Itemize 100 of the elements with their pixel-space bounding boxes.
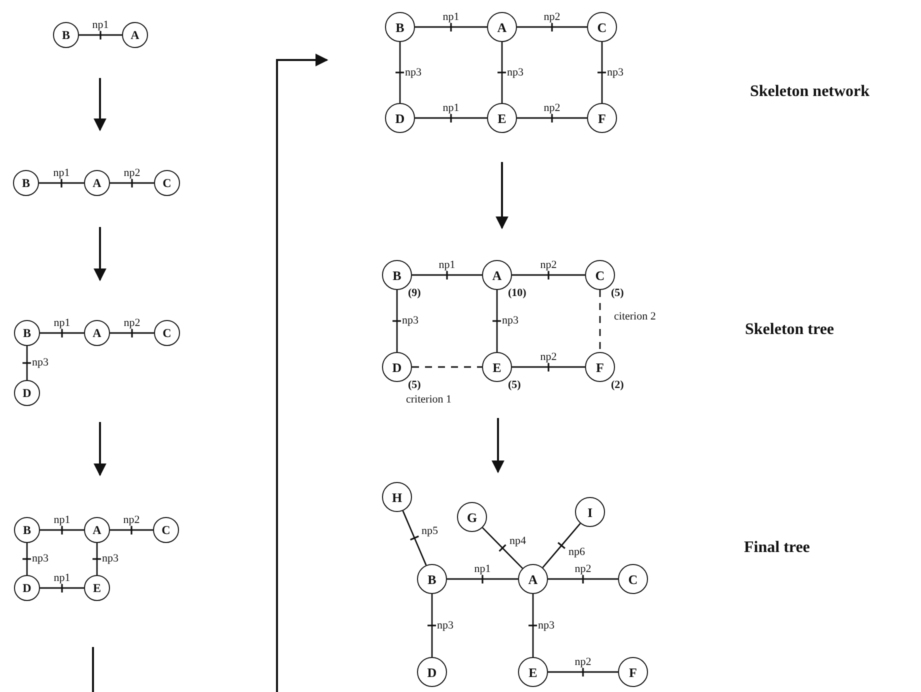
edge-label: np1	[91, 20, 110, 31]
edge-label: np1	[52, 515, 72, 526]
stage-title: Final tree	[744, 540, 810, 556]
connector-line	[110, 332, 154, 334]
edge-label: np3	[101, 554, 120, 564]
connector-line	[542, 522, 581, 568]
connector-line	[415, 26, 487, 28]
connector-line	[26, 346, 28, 380]
node-letter: B	[62, 29, 70, 41]
node-letter: A	[92, 327, 102, 339]
node-letter: F	[596, 360, 604, 374]
node-circle	[618, 657, 648, 687]
edge-label: np2	[542, 12, 562, 23]
connector-line	[447, 578, 518, 580]
node-letter: C	[162, 524, 170, 536]
edge-label: np1	[442, 103, 460, 114]
connector-line	[26, 543, 28, 575]
edge-label: np1	[442, 12, 460, 23]
node-circle	[154, 320, 180, 346]
edge-label: citerion 2	[613, 312, 657, 322]
edge-label: np1	[52, 318, 72, 329]
edge-label: np3	[404, 67, 422, 78]
node-weight: (5)	[408, 380, 421, 391]
node-letter: I	[587, 506, 593, 518]
node-circle	[457, 502, 487, 532]
connector-line	[40, 529, 84, 531]
connector-line	[399, 42, 401, 103]
node-letter: E	[528, 666, 538, 678]
connector-line	[482, 527, 523, 569]
node-circle	[84, 517, 110, 543]
node-letter: B	[22, 177, 30, 189]
edge-label: np3	[537, 620, 556, 631]
node-circle	[382, 352, 412, 382]
edge-label: np2	[539, 352, 558, 363]
node-circle	[518, 657, 548, 687]
edge-label: np1	[473, 564, 492, 575]
node-circle	[84, 320, 110, 346]
connector-line	[39, 182, 84, 184]
edge-label: np3	[31, 358, 50, 368]
node-circle	[382, 260, 412, 290]
connector-line	[40, 332, 84, 334]
node-letter: B	[428, 572, 436, 586]
node-letter: E	[92, 582, 101, 594]
node-letter: C	[162, 177, 172, 189]
edge-label: np2	[122, 318, 142, 329]
node-circle	[154, 170, 180, 196]
edge-label: np3	[606, 67, 624, 78]
edge-label: np2	[542, 103, 562, 114]
node-circle	[585, 352, 615, 382]
node-letter: G	[466, 510, 478, 524]
node-letter: A	[130, 29, 140, 41]
node-circle	[618, 564, 648, 594]
node-circle	[385, 103, 415, 133]
node-letter: D	[427, 666, 437, 678]
node-weight: (2)	[611, 380, 624, 391]
edge-label: np1	[52, 168, 71, 179]
edge-label: np3	[401, 316, 420, 326]
connector-line	[40, 587, 84, 589]
node-letter: A	[492, 268, 502, 282]
node-letter: D	[392, 360, 402, 374]
node-letter: E	[498, 112, 506, 124]
node-circle	[587, 103, 617, 133]
node-circle	[122, 22, 148, 48]
node-circle	[585, 260, 615, 290]
node-letter: B	[22, 327, 31, 339]
edge-label: np2	[122, 168, 142, 179]
edge-label: np3	[506, 67, 524, 78]
edge-label: np5	[420, 526, 439, 537]
node-circle	[14, 320, 40, 346]
node-circle	[382, 482, 412, 512]
node-circle	[84, 170, 110, 196]
stage-title: Skeleton network	[750, 84, 870, 100]
connector-line	[517, 26, 587, 28]
node-circle	[575, 497, 605, 527]
connector-line	[396, 290, 398, 352]
node-circle	[53, 22, 79, 48]
connector-line	[496, 290, 498, 352]
connector-line	[532, 594, 534, 657]
edge-label: np2	[539, 260, 558, 271]
node-letter: B	[392, 268, 402, 282]
node-circle	[14, 575, 40, 601]
edge-label: criterion 1	[405, 394, 453, 406]
node-circle	[153, 517, 179, 543]
connector-line	[110, 182, 154, 184]
edge-label: np2	[574, 564, 592, 575]
connector-line	[110, 529, 153, 531]
edge-label: np2	[122, 515, 141, 526]
node-letter: A	[92, 177, 102, 189]
edge-label: np3	[501, 316, 520, 326]
node-letter: A	[92, 524, 102, 536]
edge-label: np3	[31, 554, 50, 564]
stage-title: Skeleton tree	[745, 322, 834, 338]
node-letter: A	[528, 572, 538, 586]
node-letter: B	[22, 524, 31, 536]
node-circle	[587, 12, 617, 42]
node-circle	[518, 564, 548, 594]
connector-line	[548, 578, 618, 580]
node-letter: B	[396, 20, 404, 34]
node-letter: C	[628, 572, 638, 586]
node-letter: D	[395, 112, 405, 124]
